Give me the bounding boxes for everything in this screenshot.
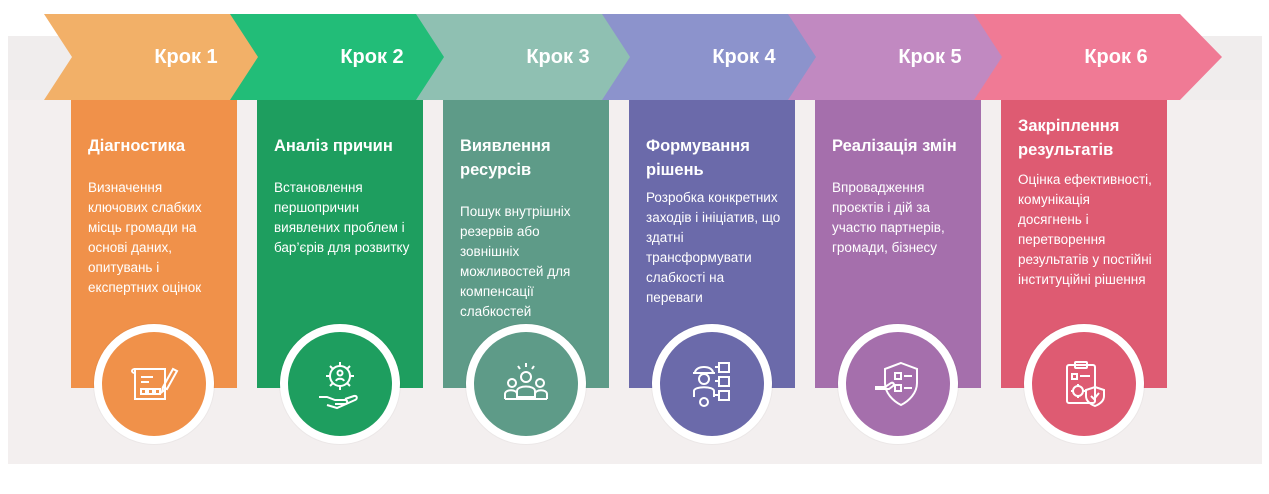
step-6-chevron: Крок 6 [974,14,1222,100]
step-1-icon-circle [94,324,214,444]
step-5-icon-circle [838,324,958,444]
step-3-chevron: Крок 3 [416,14,664,100]
step-4-chevron: Крок 4 [602,14,850,100]
step-4-icon-disc [660,332,764,436]
step-6-description: Оцінка ефективності, комунікація досягне… [1018,172,1152,287]
step-1-icon-disc [102,332,206,436]
step-5-arrow-shape [788,14,1036,100]
blueprint-icon [131,367,179,400]
step-6-icon-circle [1024,324,1144,444]
step-3-arrow-shape [416,14,664,100]
step-4-title: Формування рішень [646,137,750,179]
shield-checklist-icon [875,361,918,407]
step-1-title: Діагностика [88,137,186,155]
step-1-description: Визначення ключових слабких місць громад… [88,180,202,295]
step-3-label: Крок 3 [526,45,590,68]
step-4-icon-circle [652,324,772,444]
step-6-arrow-shape [974,14,1222,100]
step-6-title: Закріплення результатів [1018,117,1120,159]
step-5-label: Крок 5 [898,45,962,68]
step-5-icon-disc [846,332,950,436]
step-2-description: Встановлення першопричин виявлених пробл… [274,180,410,255]
step-4-arrow-shape [602,14,850,100]
step-3-icon-circle [466,324,586,444]
step-4-label: Крок 4 [712,45,776,68]
step-2-label: Крок 2 [340,45,404,68]
step-2-icon-disc [288,332,392,436]
engineer-boxes-icon [693,362,730,407]
step-3-icon-disc [474,332,578,436]
step-5-description: Впровадження проєктів і дій за участю па… [832,180,945,255]
step-6-icon-disc [1032,332,1136,436]
step-3-title: Виявлення ресурсів [460,137,551,179]
step-4-description: Розробка конкретних заходів і ініціатив,… [646,190,781,305]
step-1-label: Крок 1 [154,45,218,68]
clipboard-check-icon [1066,361,1105,408]
step-2-title: Аналіз причин [274,137,393,155]
step-2-arrow-shape [230,14,478,100]
step-2-chevron: Крок 2 [230,14,478,100]
step-1-chevron: Крок 1 [44,14,292,100]
team-idea-icon [504,363,548,400]
step-2-icon-circle [280,324,400,444]
step-3-description: Пошук внутрішніх резервів або зовнішніх … [460,204,571,319]
step-1-arrow-shape [44,14,292,100]
hand-gear-person-icon [319,362,358,410]
step-5-title: Реалізація змін [832,137,957,155]
step-5-chevron: Крок 5 [788,14,1036,100]
step-6-label: Крок 6 [1084,45,1148,68]
